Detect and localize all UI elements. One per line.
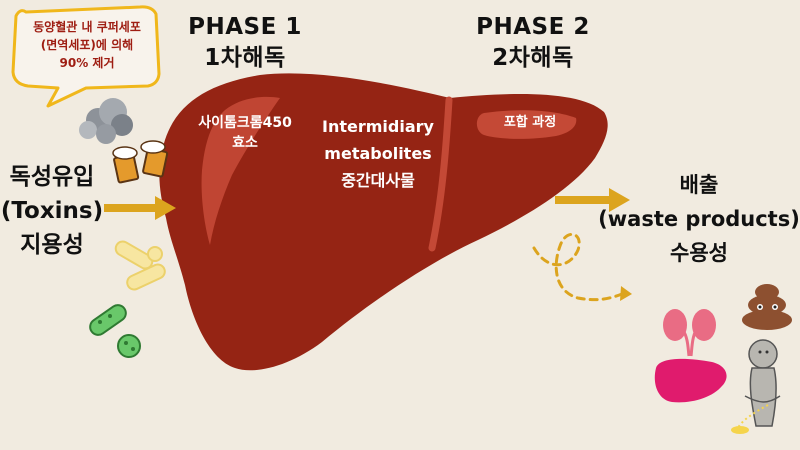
bladder-icon (654, 358, 727, 403)
smog-icon (79, 98, 133, 144)
bubble-line-2: (면역세포)에 의해 (40, 38, 134, 52)
waste-output-label: 배출 (waste products) 수용성 (598, 168, 800, 270)
beer-mugs-icon (112, 140, 169, 184)
output-arrow (555, 188, 630, 212)
phase-1-subtitle: 1차해독 (204, 45, 286, 71)
dashed-loop-arrow (532, 233, 632, 302)
enzyme-line-1: 사이톰크롬450 (198, 115, 292, 131)
intermediate-line-2: metabolites (324, 144, 432, 163)
enzyme-line-2: 효소 (232, 135, 258, 151)
person-icon (731, 339, 781, 434)
toxin-input-label: 독성유입 (Toxins) 지용성 (0, 160, 104, 262)
conjugation-label: 포합 과정 (503, 115, 557, 130)
input-arrow (104, 196, 176, 220)
bubble-line-1: 동양혈관 내 쿠퍼세포 (33, 20, 141, 34)
intermediate-metabolites-label: Intermidiary metabolites 중간대사물 (306, 113, 450, 194)
kidneys-icon (663, 309, 716, 357)
intermediate-line-1: Intermidiary (322, 117, 434, 136)
phase-1-label: PHASE 1 1차해독 (170, 12, 320, 74)
input-line-2: (Toxins) (0, 198, 104, 224)
liver (159, 73, 608, 371)
bacteria-icon (89, 304, 141, 358)
input-line-3: 지용성 (20, 232, 84, 258)
intermediate-line-3: 중간대사물 (341, 171, 415, 190)
speech-bubble (11, 5, 161, 108)
poop-icon (742, 284, 792, 330)
output-line-1: 배출 (679, 173, 719, 197)
output-line-3: 수용성 (670, 241, 728, 265)
phase-1-title: PHASE 1 (188, 14, 302, 40)
phase-2-subtitle: 2차해독 (492, 45, 574, 71)
output-line-2: (waste products) (598, 207, 800, 231)
enzyme-label: 사이톰크롬450 효소 (190, 113, 300, 153)
pills-icon (114, 240, 166, 291)
bubble-text: 동양혈관 내 쿠퍼세포 (면역세포)에 의해 90% 제거 (18, 18, 156, 72)
bubble-line-3: 90% 제거 (59, 56, 115, 70)
phase-2-label: PHASE 2 2차해독 (458, 12, 608, 74)
input-line-1: 독성유입 (9, 164, 95, 190)
phase-2-title: PHASE 2 (476, 14, 590, 40)
